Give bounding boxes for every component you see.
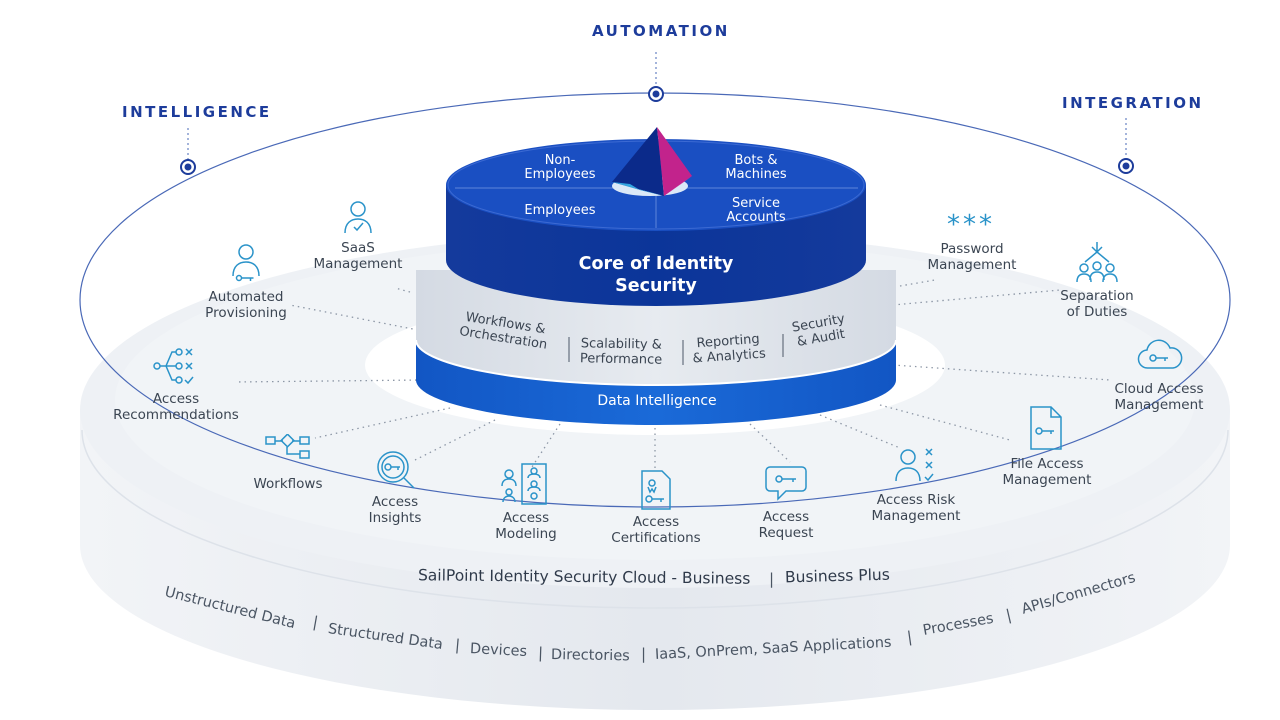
feature-workflows: Workflows [253, 476, 323, 492]
pillar-automation: AUTOMATION [592, 22, 730, 40]
segment-service-accounts: Service Accounts [726, 196, 786, 225]
platform-business-plus-label: Business Plus [784, 565, 891, 587]
capability-band [416, 270, 896, 385]
source-divider: | [641, 645, 647, 663]
pillar-integration: INTEGRATION [1062, 94, 1204, 112]
separation-of-duties-icon [1076, 242, 1118, 283]
core-title: Core of Identity Security [578, 254, 734, 296]
password-asterisks-icon: *** [947, 210, 995, 240]
platform-cloud-label: SailPoint Identity Security Cloud - Busi… [417, 566, 751, 588]
band-scalability-performance: Scalability & Performance [579, 336, 663, 368]
automated-provisioning-icon [232, 244, 260, 282]
data-intelligence-label: Data Intelligence [597, 393, 717, 409]
segment-employees: Employees [524, 203, 596, 218]
pillar-intelligence: INTELLIGENCE [122, 103, 272, 121]
band-reporting-analytics: Reporting & Analytics [692, 331, 767, 367]
access-request-icon [765, 466, 807, 501]
source-devices: Devices [469, 641, 528, 660]
source-directories: Directories [550, 647, 630, 665]
source-divider: | [537, 643, 544, 663]
pillar-markers [180, 52, 1134, 175]
saas-management-icon [344, 201, 372, 234]
segment-bots-machines: Bots & Machines [725, 153, 787, 182]
dotted-spokes [234, 279, 1111, 471]
access-recommendations-icon [153, 348, 194, 385]
access-certifications-icon [641, 470, 671, 510]
file-access-management-icon [1030, 406, 1062, 450]
access-risk-management-icon [895, 448, 934, 482]
access-insights-icon [377, 451, 415, 489]
access-modeling-icon [501, 463, 547, 505]
cloud-access-management-icon [1137, 339, 1183, 369]
platform-label-divider: | [769, 570, 775, 588]
segment-non-employees: Non- Employees [524, 153, 596, 182]
workflows-icon [265, 434, 310, 459]
sailpoint-pyramid-logo [612, 127, 692, 196]
